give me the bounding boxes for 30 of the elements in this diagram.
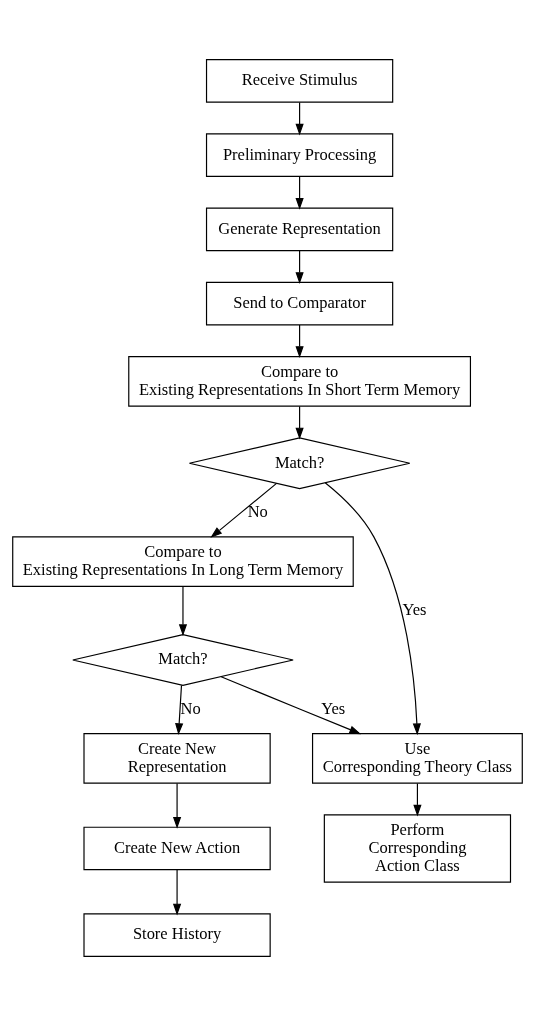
node-box: Compare to Existing Representations In Short Term Memory bbox=[128, 356, 472, 407]
arrow bbox=[178, 585, 188, 637]
arrow bbox=[413, 782, 422, 817]
arrow bbox=[295, 250, 304, 284]
node-box: Store History bbox=[83, 913, 271, 957]
node-diamond: Match? bbox=[72, 634, 294, 686]
node-box: Use Corresponding Theory Class bbox=[311, 733, 523, 784]
edge-label: Yes bbox=[402, 599, 427, 619]
arrow bbox=[295, 101, 304, 136]
node-box: Perform Corresponding Action Class bbox=[323, 814, 512, 883]
node-diamond: Match? bbox=[188, 437, 411, 490]
arrow bbox=[295, 324, 304, 358]
arrow bbox=[172, 782, 182, 829]
node-box: Generate Representation bbox=[205, 207, 394, 252]
node-box: Preliminary Processing bbox=[205, 133, 394, 177]
arrow bbox=[324, 482, 421, 736]
node-box: Send to Comparator bbox=[205, 281, 394, 326]
node-box: Create New Representation bbox=[83, 733, 271, 784]
node-box: Compare to Existing Representations In Long Term Memory bbox=[12, 536, 354, 587]
edge-label: No bbox=[247, 502, 268, 522]
node-box: Create New Action bbox=[83, 826, 271, 871]
arrow bbox=[220, 676, 362, 735]
node-box: Receive Stimulus bbox=[205, 59, 394, 103]
arrow bbox=[210, 482, 278, 538]
arrow bbox=[175, 684, 184, 736]
edge-label: No bbox=[180, 698, 201, 718]
arrow bbox=[295, 405, 304, 440]
arrow bbox=[172, 869, 182, 916]
edge-label: Yes bbox=[321, 698, 346, 718]
arrow bbox=[295, 176, 304, 210]
